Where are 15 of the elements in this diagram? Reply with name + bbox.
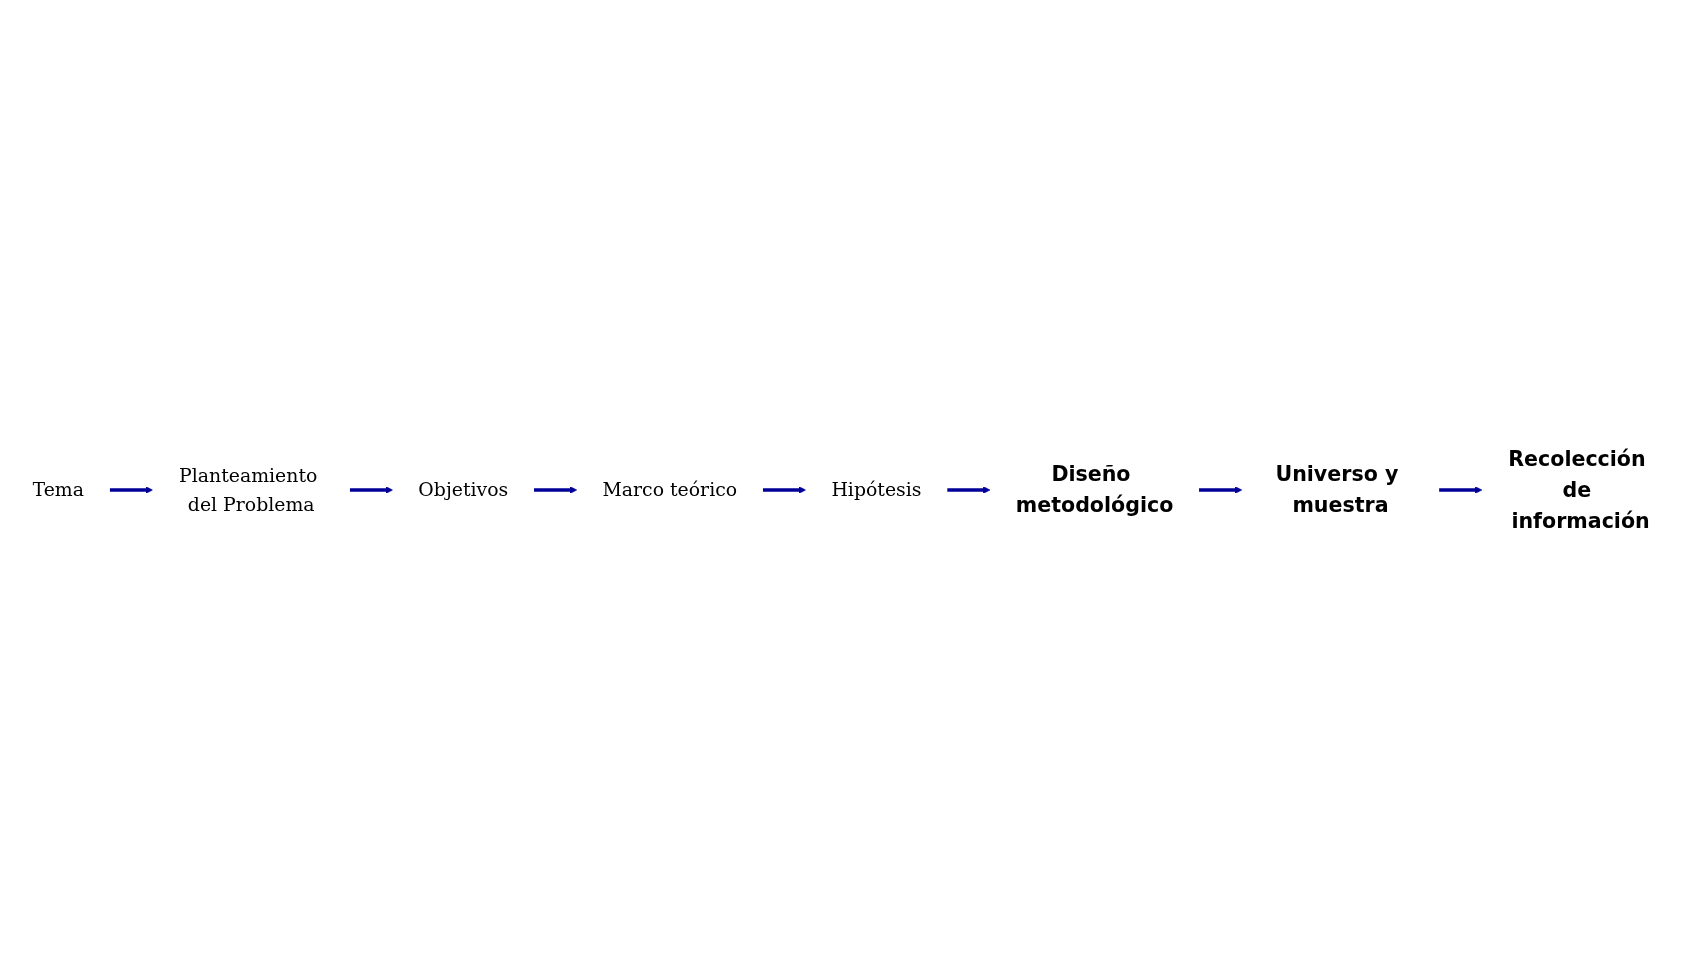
arrow — [349, 486, 393, 494]
arrow — [1199, 486, 1243, 494]
node-text: Recolección de información — [1508, 447, 1650, 533]
arrow — [1439, 486, 1483, 494]
node-text: Planteamiento del Problema — [179, 465, 318, 515]
arrow — [533, 486, 578, 494]
node-text: Hipótesis — [831, 479, 922, 501]
node-text: Marco teórico — [602, 479, 738, 501]
node-text: Objetivos — [418, 479, 509, 501]
node-text: Universo y muestra — [1275, 462, 1399, 518]
arrow — [762, 486, 807, 494]
arrow — [947, 486, 991, 494]
arrow — [109, 486, 153, 494]
node-text: Diseño metodológico — [1015, 462, 1174, 518]
node-text: Tema — [32, 479, 84, 501]
